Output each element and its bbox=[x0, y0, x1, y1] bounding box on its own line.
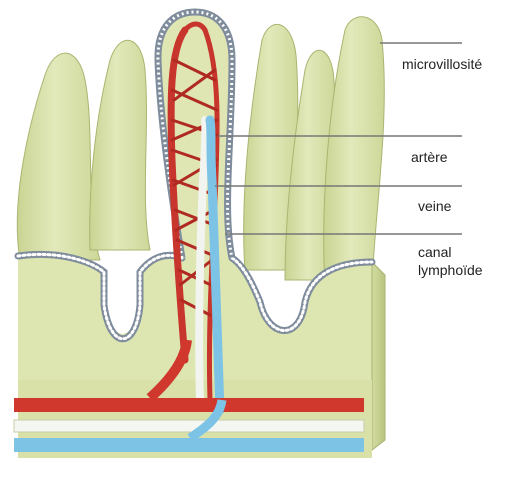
lymph-horizontal bbox=[14, 438, 364, 452]
label-canal-line1: canal bbox=[418, 244, 451, 261]
block-right-face bbox=[372, 262, 385, 450]
vein-horizontal bbox=[14, 420, 364, 432]
label-microvillosite: microvillosité bbox=[402, 56, 482, 73]
label-canal-line2: lymphoïde bbox=[418, 262, 483, 279]
artery-horizontal bbox=[14, 398, 364, 412]
label-veine: veine bbox=[418, 198, 451, 215]
villus-back-right-3 bbox=[324, 17, 385, 285]
villus-back-left bbox=[17, 53, 100, 260]
label-artere: artère bbox=[411, 149, 448, 166]
villus-back-left-2 bbox=[90, 40, 150, 250]
